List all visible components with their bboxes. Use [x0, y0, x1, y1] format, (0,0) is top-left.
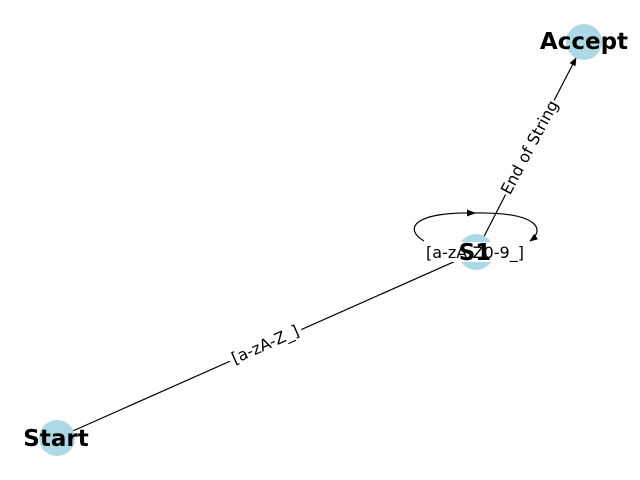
self-loop-arrowhead [467, 209, 476, 217]
node-start [39, 420, 75, 456]
edge-label-s1-self-loop: [a-zA-Z0-9_] [426, 243, 524, 263]
edge-label-start-to-s1: [a-zA-Z_] [229, 321, 303, 368]
node-accept-circle [566, 24, 602, 60]
edge-labels: [a-zA-Z_] [a-zA-Z0-9_] End of String [225, 95, 563, 369]
nodes [39, 24, 602, 456]
edge-label-s1-to-accept: End of String [497, 97, 562, 198]
node-label-start: Start [23, 426, 88, 452]
node-label-s1: S1 [459, 240, 492, 266]
node-label-accept: Accept [540, 29, 628, 55]
node-labels: Start S1 Accept [23, 29, 628, 452]
node-accept [566, 24, 602, 60]
node-start-circle [39, 420, 75, 456]
